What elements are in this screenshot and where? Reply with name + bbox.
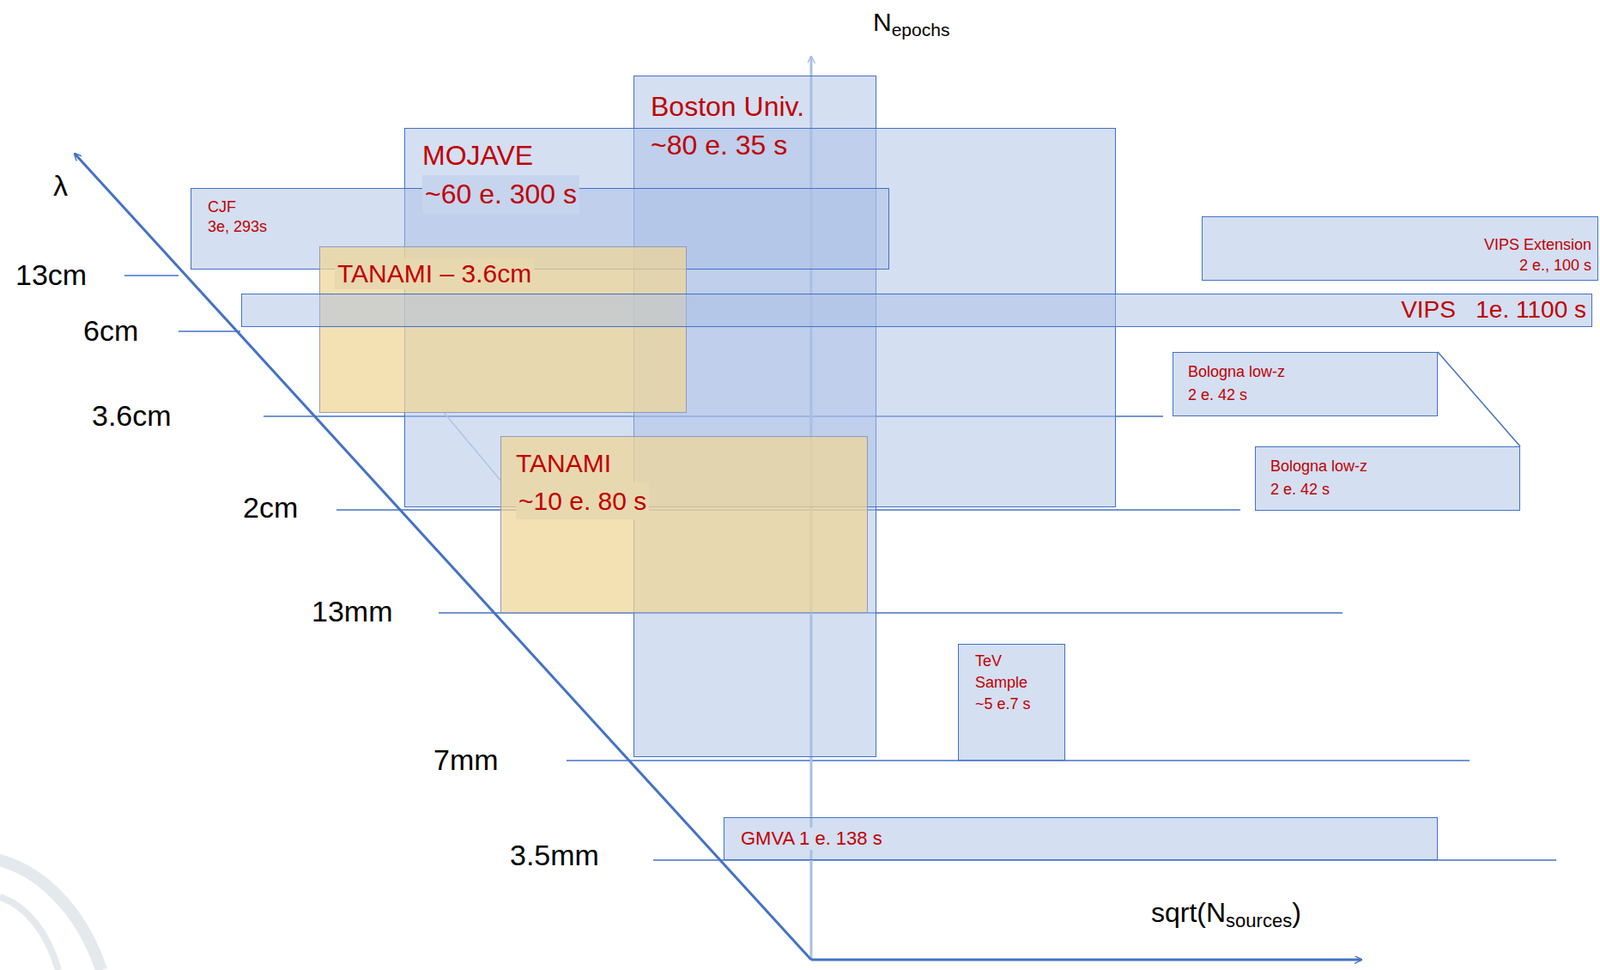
- survey-box: Bologna low-z2 e. 42 s: [1254, 446, 1521, 511]
- box-text: ~10 e. 80 s: [515, 482, 649, 521]
- box-text: VIPS Extension: [1484, 235, 1592, 255]
- survey-box: VIPS Extension2 e., 100 s: [1201, 216, 1599, 281]
- survey-box: TeV Sample~5 e.7 s: [957, 643, 1066, 761]
- box-text: TeV Sample: [975, 650, 1036, 694]
- sources-axis: [811, 958, 1362, 962]
- box-text: 2 e. 42 s: [1187, 383, 1248, 407]
- box-text: ~5 e.7 s: [975, 693, 1031, 716]
- survey-box: TANAMI~10 e. 80 s: [500, 436, 868, 613]
- survey-box: GMVA 1 e. 138 s: [723, 817, 1438, 861]
- axis-label: 13cm: [15, 258, 87, 292]
- box-text: ~80 e. 35 s: [650, 126, 788, 165]
- axis-label: 6cm: [83, 314, 139, 348]
- box-text: 3e, 293s: [207, 217, 267, 237]
- box-text: TANAMI: [515, 444, 612, 483]
- box-text: TANAMI – 3.6cm: [334, 258, 534, 290]
- axis-label: 3.6cm: [91, 399, 172, 433]
- box-text: 2 e., 100 s: [1519, 255, 1592, 276]
- connector-line: [1437, 351, 1521, 447]
- axis-label: ): [1291, 896, 1302, 929]
- axis-label: epochs: [891, 19, 951, 41]
- axis-label: sqrt(N: [1151, 896, 1226, 929]
- axis-label: 3.5mm: [509, 838, 600, 873]
- axis-label: 13mm: [311, 594, 393, 629]
- logo-arc: [0, 896, 59, 970]
- box-text: ~60 e. 300 s: [422, 175, 580, 214]
- wavelength-line: [178, 330, 241, 333]
- box-text: CJF: [207, 197, 237, 218]
- box-text: Bologna low-z: [1270, 454, 1368, 479]
- box-text: Bologna low-z: [1187, 360, 1285, 384]
- box-text: MOJAVE: [422, 136, 534, 176]
- box-text: GMVA 1 e. 138 s: [738, 827, 885, 850]
- survey-box: TANAMI – 3.6cm: [319, 246, 687, 413]
- logo-arc: [0, 858, 102, 970]
- survey-box: Bologna low-z2 e. 42 s: [1172, 351, 1438, 417]
- axis-label: 7mm: [433, 743, 499, 777]
- box-text: 2 e. 42 s: [1270, 478, 1330, 502]
- box-text: Boston Univ.: [650, 87, 805, 127]
- wavelength-line: [124, 274, 179, 277]
- axis-label: N: [872, 7, 892, 38]
- box-text: VIPS 1e. 1100 s: [1400, 296, 1587, 324]
- axis-label: λ: [53, 169, 68, 203]
- axis-label: sources: [1225, 909, 1292, 932]
- axis-label: 2cm: [242, 490, 298, 525]
- survey-box: VIPS 1e. 1100 s: [241, 293, 1593, 328]
